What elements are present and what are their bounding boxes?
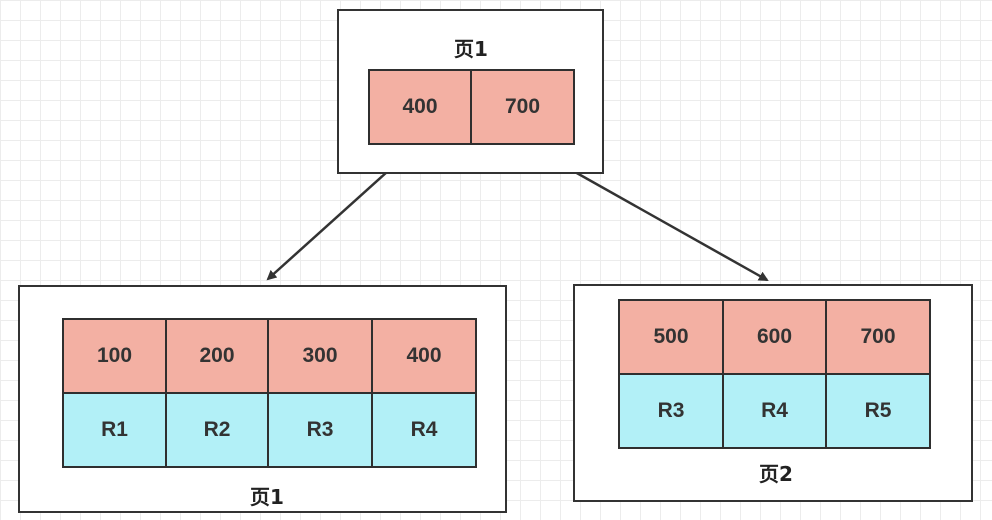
right-record-row: R3 R4 R5 bbox=[618, 375, 931, 449]
left-record-cell: R3 bbox=[269, 394, 373, 468]
right-leaf-page-label: 页2 bbox=[759, 462, 793, 486]
left-key-cell: 100 bbox=[62, 318, 167, 394]
left-record-cell: R2 bbox=[167, 394, 269, 468]
left-key-cell: 300 bbox=[269, 318, 373, 394]
root-key-cell: 400 bbox=[368, 69, 472, 145]
root-page: 页1 400 700 bbox=[337, 9, 604, 174]
left-key-cell: 400 bbox=[373, 318, 477, 394]
root-page-label: 页1 bbox=[454, 37, 488, 61]
left-record-cell: R4 bbox=[373, 394, 477, 468]
root-key-row: 400 700 bbox=[368, 69, 575, 145]
left-record-cell: R1 bbox=[62, 394, 167, 468]
right-key-cell: 600 bbox=[724, 299, 827, 375]
right-key-row: 500 600 700 bbox=[618, 299, 931, 375]
left-key-cell: 200 bbox=[167, 318, 269, 394]
left-leaf-page-label: 页1 bbox=[250, 485, 284, 509]
left-record-row: R1 R2 R3 R4 bbox=[62, 394, 477, 468]
right-record-cell: R3 bbox=[618, 375, 724, 449]
right-key-cell: 700 bbox=[827, 299, 931, 375]
right-leaf-page: 500 600 700 R3 R4 R5 页2 bbox=[573, 284, 973, 502]
right-record-cell: R5 bbox=[827, 375, 931, 449]
left-key-row: 100 200 300 400 bbox=[62, 318, 477, 394]
right-record-cell: R4 bbox=[724, 375, 827, 449]
left-leaf-page: 100 200 300 400 R1 R2 R3 R4 页1 bbox=[18, 285, 507, 513]
right-key-cell: 500 bbox=[618, 299, 724, 375]
root-key-cell: 700 bbox=[472, 69, 575, 145]
